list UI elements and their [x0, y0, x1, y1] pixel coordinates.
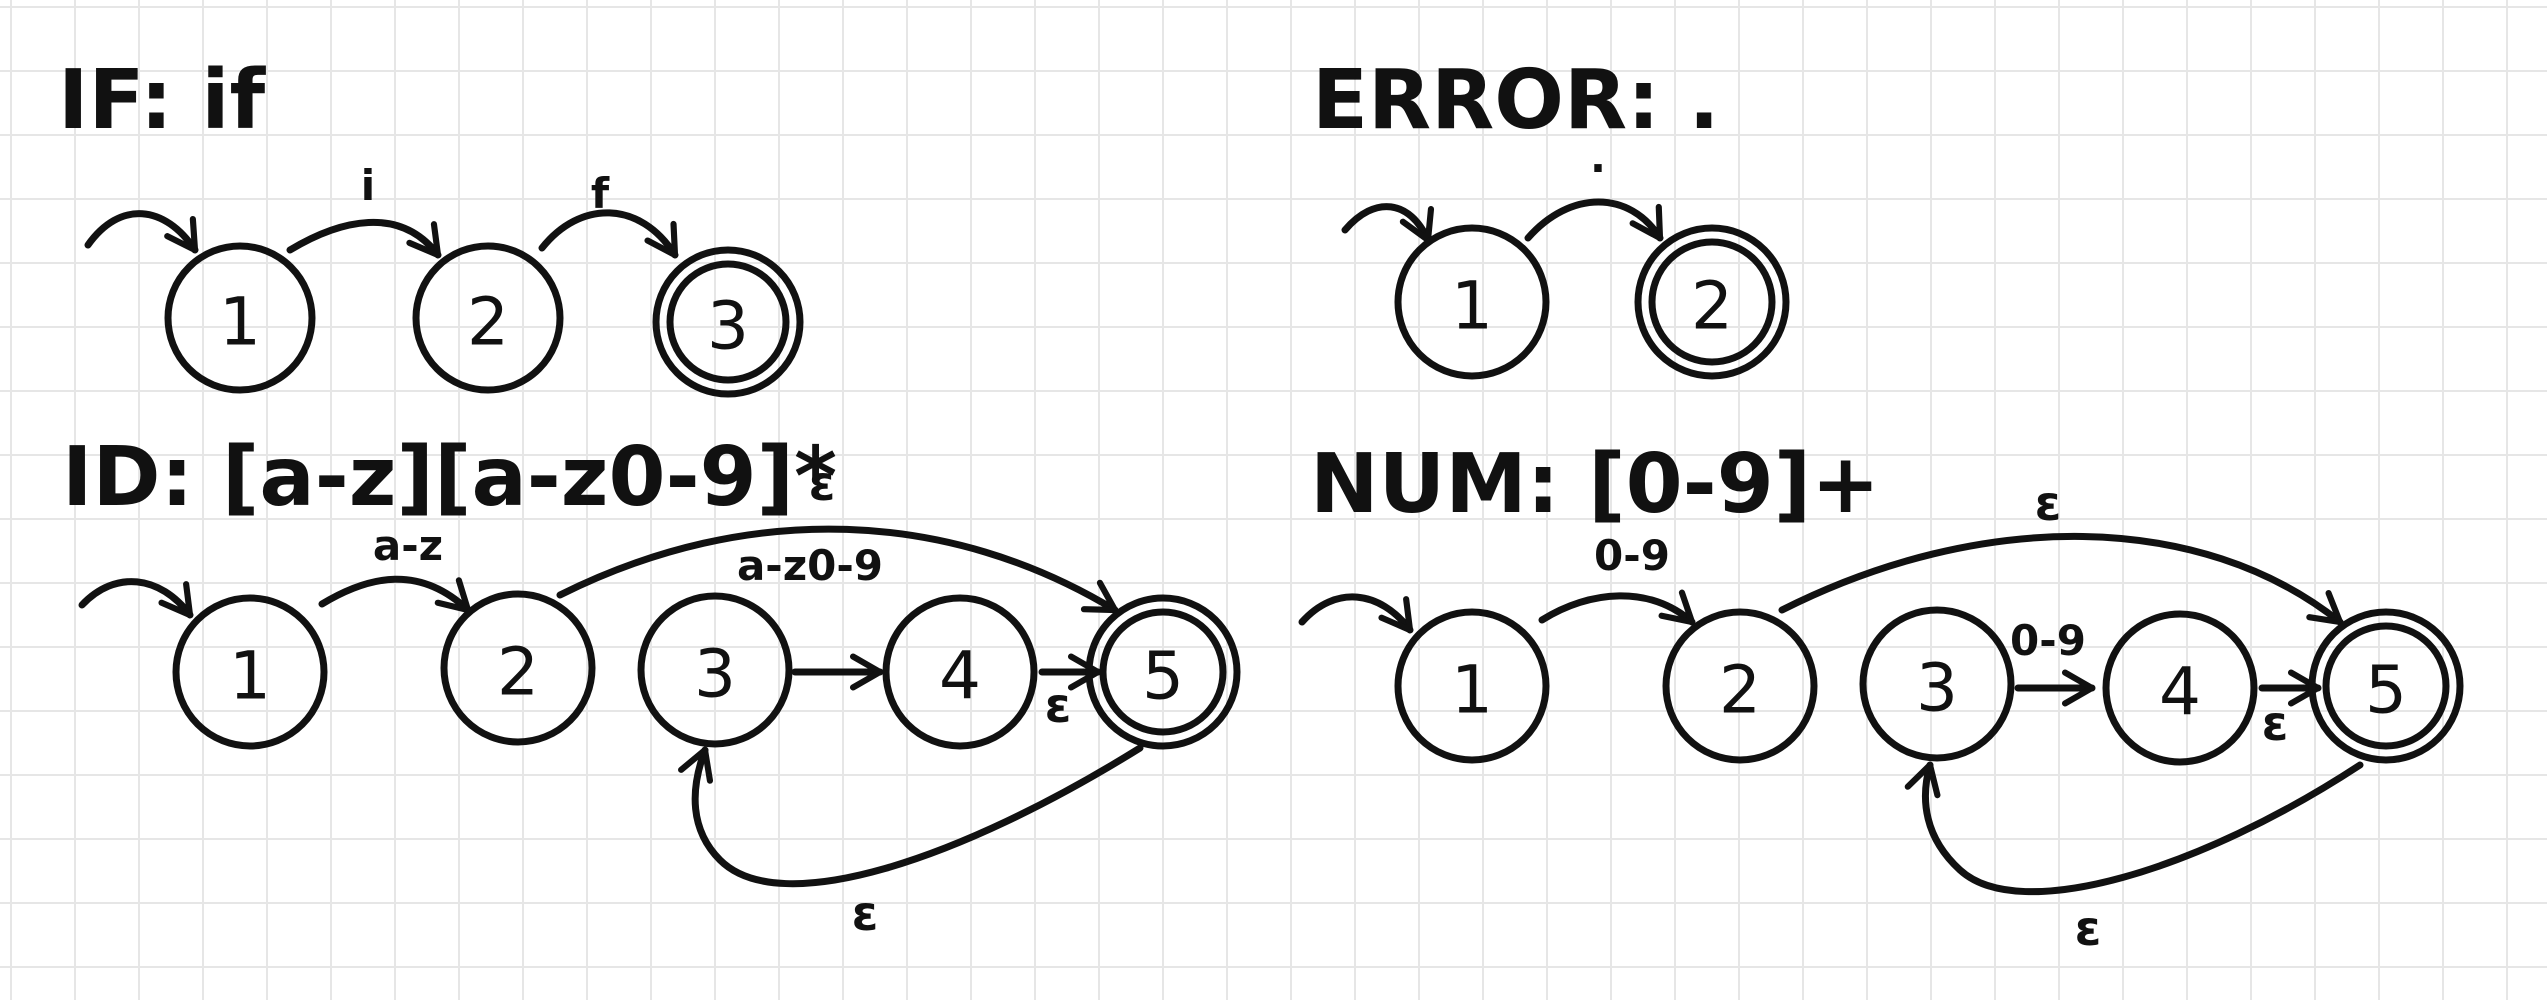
if-start-arrow — [84, 210, 199, 254]
id-state-1: 1 — [172, 594, 328, 750]
id-edge-5-3 — [678, 744, 1144, 888]
num-title: NUM: [0-9]+ — [1310, 437, 1880, 532]
if-title: IF: if — [58, 53, 266, 148]
id-state-5-accepting: 5 — [1085, 594, 1241, 750]
if-state-2-label: 2 — [467, 284, 509, 361]
id-state-2-label: 2 — [497, 634, 539, 711]
num-edge-1-2 — [1538, 589, 1696, 626]
error-edge-1-2 — [1524, 198, 1664, 242]
id-state-5-label: 5 — [1142, 638, 1184, 715]
if-edge-1-2 — [286, 219, 442, 259]
id-edge-5-3-label: ε — [852, 886, 879, 942]
id-edge-2-5-label: ε — [809, 456, 836, 512]
num-state-1: 1 — [1394, 608, 1550, 764]
if-state-2: 2 — [412, 242, 564, 394]
num-edge-2-5 — [1778, 532, 2344, 626]
id-state-3-label: 3 — [694, 636, 736, 713]
id-edge-2-5 — [556, 525, 1119, 614]
error-automaton: ERROR: . 1 . 2 — [1312, 53, 1790, 380]
if-state-1-label: 1 — [219, 284, 261, 361]
id-state-1-label: 1 — [229, 638, 271, 715]
num-state-2: 2 — [1662, 608, 1818, 764]
if-edge-2-3 — [538, 209, 679, 259]
if-state-1: 1 — [164, 242, 316, 394]
num-state-4-label: 4 — [2159, 654, 2201, 731]
num-automaton: NUM: [0-9]+ 1 0-9 2 ε 3 0-9 4 ε 5 — [1298, 437, 2464, 957]
id-automaton: ID: [a-z][a-z0-9]* 1 a-z 2 ε 3 a-z0-9 4 … — [62, 430, 1241, 942]
num-edge-1-2-label: 0-9 — [1594, 531, 1670, 580]
id-edge-3-4-label: a-z0-9 — [737, 541, 883, 590]
num-state-3: 3 — [1859, 606, 2015, 762]
id-state-4: 4 — [882, 594, 1038, 750]
id-state-3: 3 — [637, 592, 793, 748]
num-state-5-label: 5 — [2365, 652, 2407, 729]
id-edge-1-2-label: a-z — [373, 521, 443, 570]
id-start-arrow — [78, 578, 194, 619]
id-state-4-label: 4 — [939, 638, 981, 715]
error-start-arrow — [1341, 203, 1435, 244]
error-state-1: 1 — [1394, 224, 1550, 380]
id-title: ID: [a-z][a-z0-9]* — [62, 430, 837, 525]
if-edge-1-2-label: i — [361, 161, 375, 210]
num-state-2-label: 2 — [1719, 652, 1761, 729]
id-edge-1-2 — [318, 575, 472, 614]
num-edge-3-4-label: 0-9 — [2010, 616, 2086, 665]
num-state-5-accepting: 5 — [2308, 608, 2464, 764]
error-edge-1-2-label: . — [1590, 133, 1606, 182]
num-state-4: 4 — [2102, 610, 2258, 766]
id-edge-4-5-label: ε — [1045, 678, 1072, 734]
if-edge-2-3-label: f — [591, 169, 610, 218]
if-automaton: IF: if 1 i 2 f 3 — [58, 53, 804, 398]
num-edge-4-5-label: ε — [2262, 696, 2289, 752]
error-title: ERROR: . — [1312, 53, 1720, 148]
if-state-3-label: 3 — [707, 288, 749, 365]
num-start-arrow — [1298, 593, 1414, 634]
if-state-3-accepting: 3 — [652, 246, 804, 398]
num-edge-5-3-label: ε — [2075, 901, 2102, 957]
num-state-3-label: 3 — [1916, 650, 1958, 727]
num-state-1-label: 1 — [1451, 652, 1493, 729]
error-state-1-label: 1 — [1451, 268, 1493, 345]
error-state-2-accepting: 2 — [1634, 224, 1790, 380]
num-edge-5-3 — [1904, 761, 2364, 896]
id-state-2: 2 — [440, 590, 596, 746]
num-edge-2-5-label: ε — [2035, 476, 2062, 532]
error-state-2-label: 2 — [1691, 268, 1733, 345]
